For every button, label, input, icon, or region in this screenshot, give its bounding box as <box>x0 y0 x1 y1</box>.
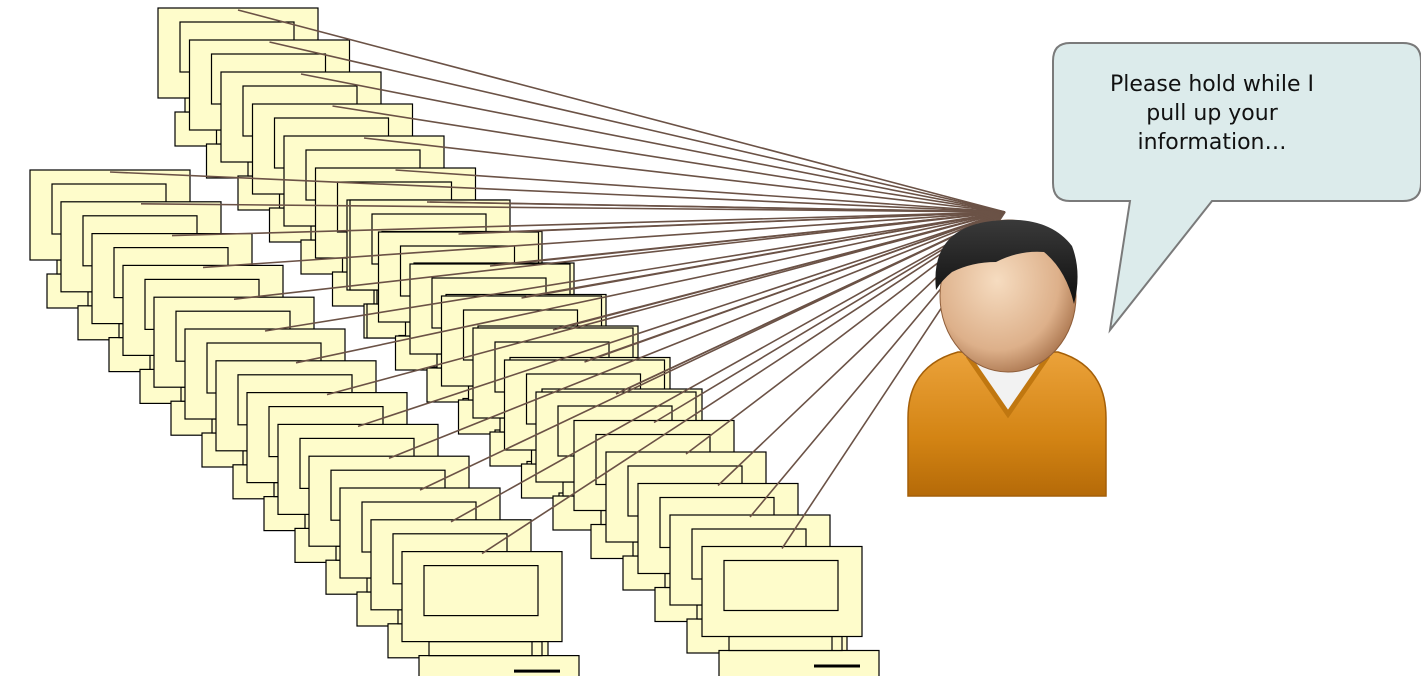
shirt <box>907 351 1107 497</box>
connection-line <box>493 211 1006 266</box>
computer-icon <box>701 545 880 676</box>
connection-line <box>332 105 1006 213</box>
connection-line <box>450 211 1006 523</box>
connection-line <box>269 41 1006 213</box>
connection-line <box>295 211 1006 364</box>
speech-bubble-shape <box>1052 42 1421 334</box>
speech-bubble-text: Please hold while I pull up your informa… <box>1109 72 1315 155</box>
connection-line <box>357 211 1006 428</box>
collar-v <box>965 354 1051 419</box>
connection-line <box>233 211 1006 300</box>
connection-line <box>525 211 1006 298</box>
connection-line <box>140 203 1006 213</box>
connection-line <box>300 73 1006 213</box>
person-icon <box>907 219 1107 497</box>
connection-line <box>481 211 1006 555</box>
speech-bubble <box>1052 42 1421 334</box>
connection-line <box>264 211 1006 332</box>
connection-line <box>109 171 1006 213</box>
connection-line <box>589 211 1006 361</box>
connection-line <box>395 169 1006 213</box>
connection-line <box>429 201 1006 213</box>
connection-line <box>388 211 1006 459</box>
connection-line <box>621 211 1006 392</box>
computer-grid <box>29 7 880 676</box>
hair <box>935 219 1078 304</box>
connection-line <box>237 9 1006 213</box>
connection-line <box>171 211 1006 237</box>
connection-line <box>326 211 1006 396</box>
connection-line <box>461 211 1006 235</box>
computer-icon <box>401 550 580 676</box>
connection-line <box>202 211 1006 269</box>
connection-line <box>363 137 1006 213</box>
connection-line <box>557 211 1006 329</box>
